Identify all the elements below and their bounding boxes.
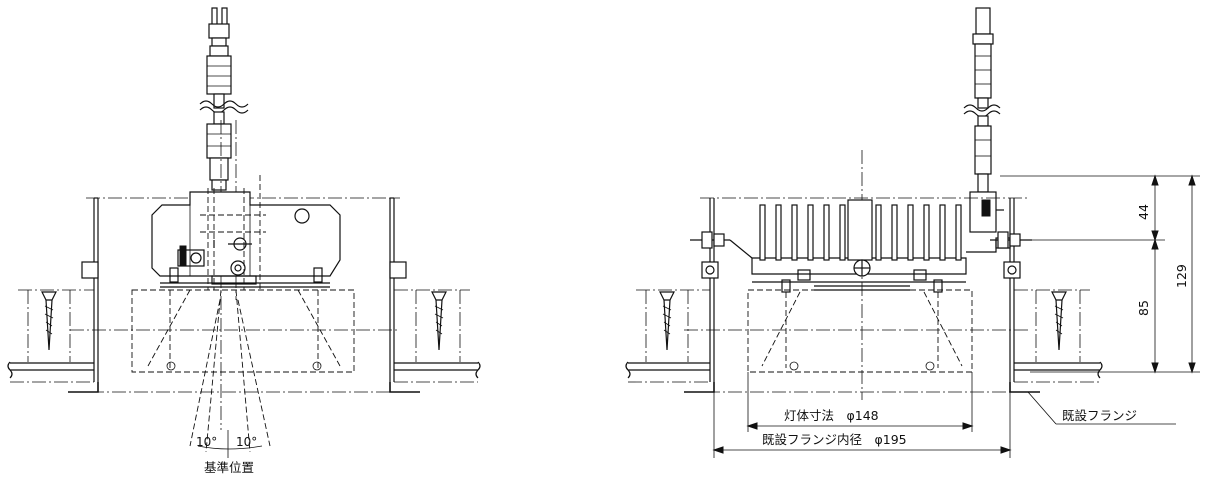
angle-left-label: 10° xyxy=(196,435,217,449)
width-dimensions xyxy=(712,372,1012,458)
angle-right-label: 10° xyxy=(236,435,257,449)
dim-upper-label: 44 xyxy=(1136,204,1151,220)
left-lamp-body xyxy=(131,289,355,373)
existing-flange-label: 既設フランジ xyxy=(1062,408,1137,423)
right-lamp-body xyxy=(747,289,973,373)
reference-position-label: 基準位置 xyxy=(204,460,254,475)
body-size-label: 灯体寸法 φ148 xyxy=(784,408,879,423)
right-screws xyxy=(659,291,1067,351)
right-heatsink xyxy=(751,199,967,293)
dim-total-label: 129 xyxy=(1174,264,1189,288)
left-tilt-angle xyxy=(189,289,271,458)
heatsink-fins xyxy=(759,204,962,261)
left-mounting-plate xyxy=(151,191,341,288)
flange-leader xyxy=(1027,391,1176,425)
left-ceiling xyxy=(7,289,481,393)
flange-inner-diameter-label: 既設フランジ内径 φ195 xyxy=(762,432,907,447)
dim-lower-label: 85 xyxy=(1136,300,1151,316)
left-view: 10° 10° 基準位置 xyxy=(7,7,481,475)
left-screws xyxy=(41,291,447,351)
right-view: 44 85 129 灯体寸法 φ148 既設フランジ内径 φ195 既設フランジ xyxy=(625,7,1200,458)
height-dimensions xyxy=(1000,174,1200,374)
right-ceiling xyxy=(625,289,1103,393)
right-cable-assembly xyxy=(963,7,1011,249)
left-brackets xyxy=(81,261,407,279)
left-internal-wiring xyxy=(200,175,266,290)
left-cable-assembly xyxy=(199,7,249,191)
